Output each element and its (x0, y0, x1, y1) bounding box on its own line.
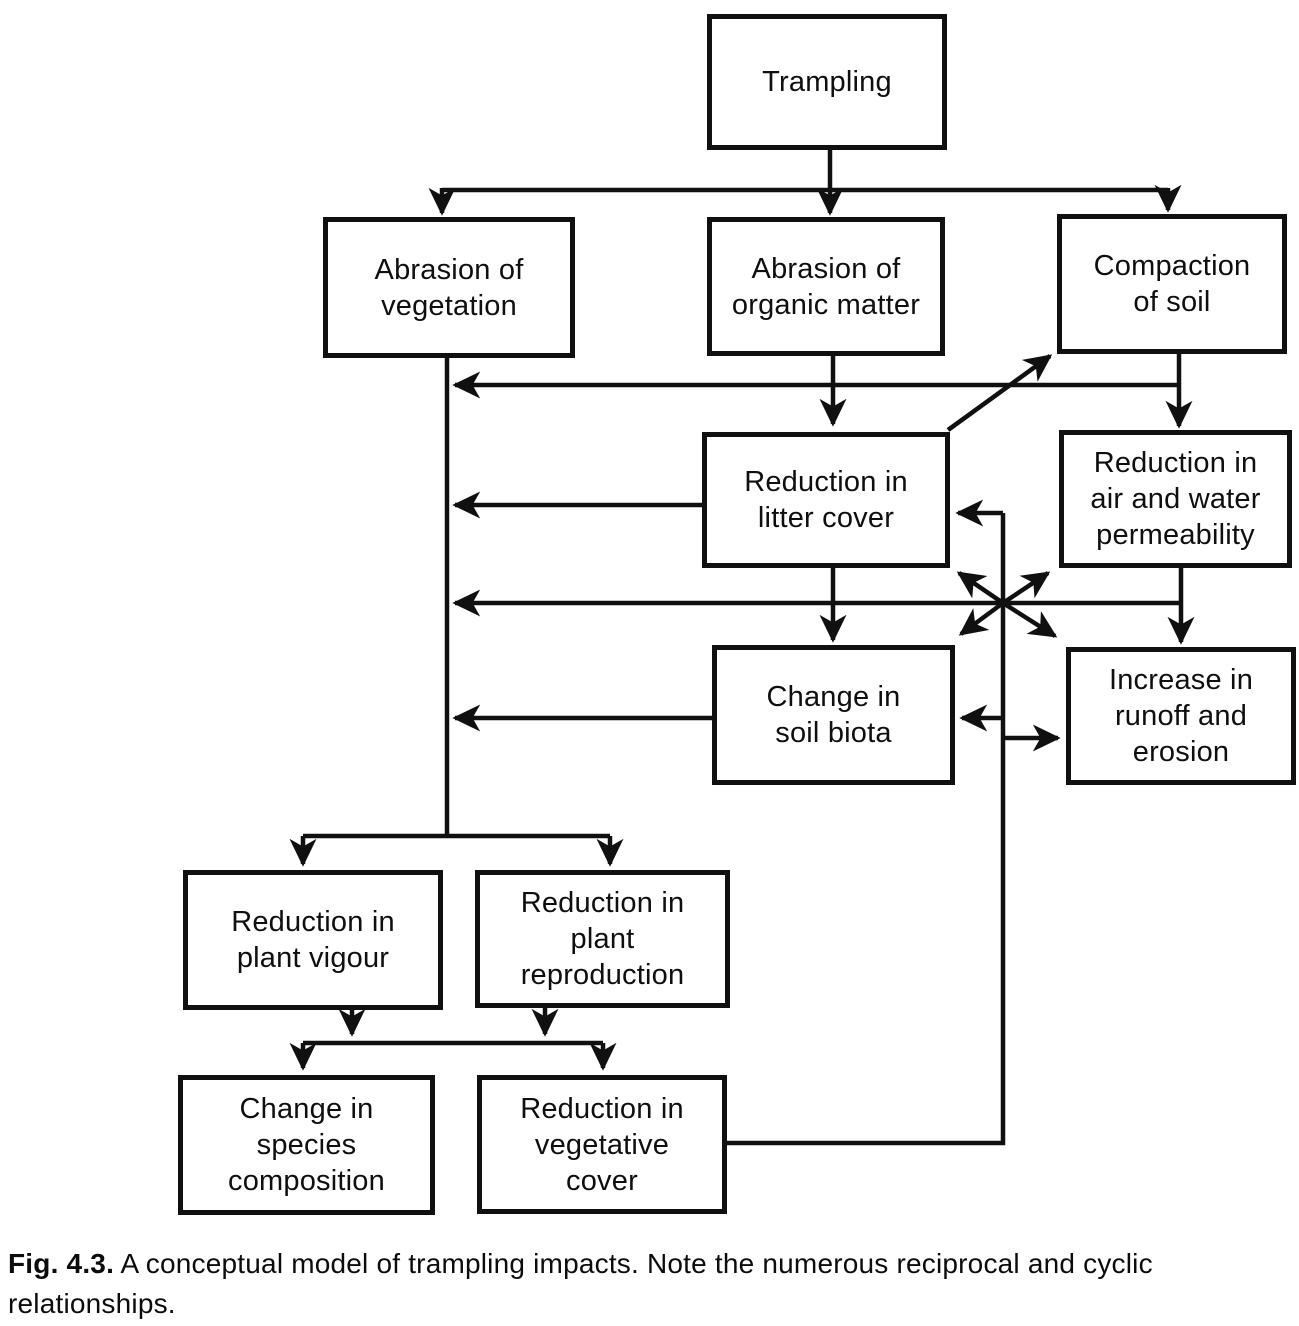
edge-litter-to-compaction (946, 354, 1053, 432)
node-change-species-composition: Change in species composition (178, 1075, 435, 1215)
edge-permeability-to-biota-diag (958, 601, 1005, 636)
node-reduction-vegetative-cover: Reduction in vegetative cover (477, 1075, 727, 1214)
edge-veg-cover-feedback-trunk (727, 513, 1006, 1146)
figure-caption-text: A conceptual model of trampling impacts.… (8, 1248, 1153, 1319)
figure-caption-label: Fig. 4.3. (8, 1248, 115, 1279)
node-reduction-in-litter-cover: Reduction in litter cover (702, 432, 950, 568)
node-compaction-of-soil: Compaction of soil (1057, 214, 1287, 354)
edge-biota-to-permeability-diag (1001, 571, 1051, 605)
node-reduction-air-water-permeability: Reduction in air and water permeability (1059, 430, 1292, 568)
node-abrasion-of-vegetation: Abrasion of vegetation (323, 217, 575, 358)
node-abrasion-of-organic-matter: Abrasion of organic matter (707, 217, 945, 356)
node-reduction-plant-reproduction: Reduction in plant reproduction (475, 870, 730, 1008)
node-increase-runoff-erosion: Increase in runoff and erosion (1066, 647, 1296, 785)
figure-caption: Fig. 4.3. A conceptual model of tramplin… (8, 1244, 1296, 1324)
edge-litter-to-runoff-diag (1001, 601, 1058, 638)
node-trampling: Trampling (707, 14, 947, 150)
node-reduction-plant-vigour: Reduction in plant vigour (183, 870, 443, 1010)
node-change-in-soil-biota: Change in soil biota (712, 645, 955, 785)
edge-runoff-to-litter-diag (956, 571, 1005, 605)
